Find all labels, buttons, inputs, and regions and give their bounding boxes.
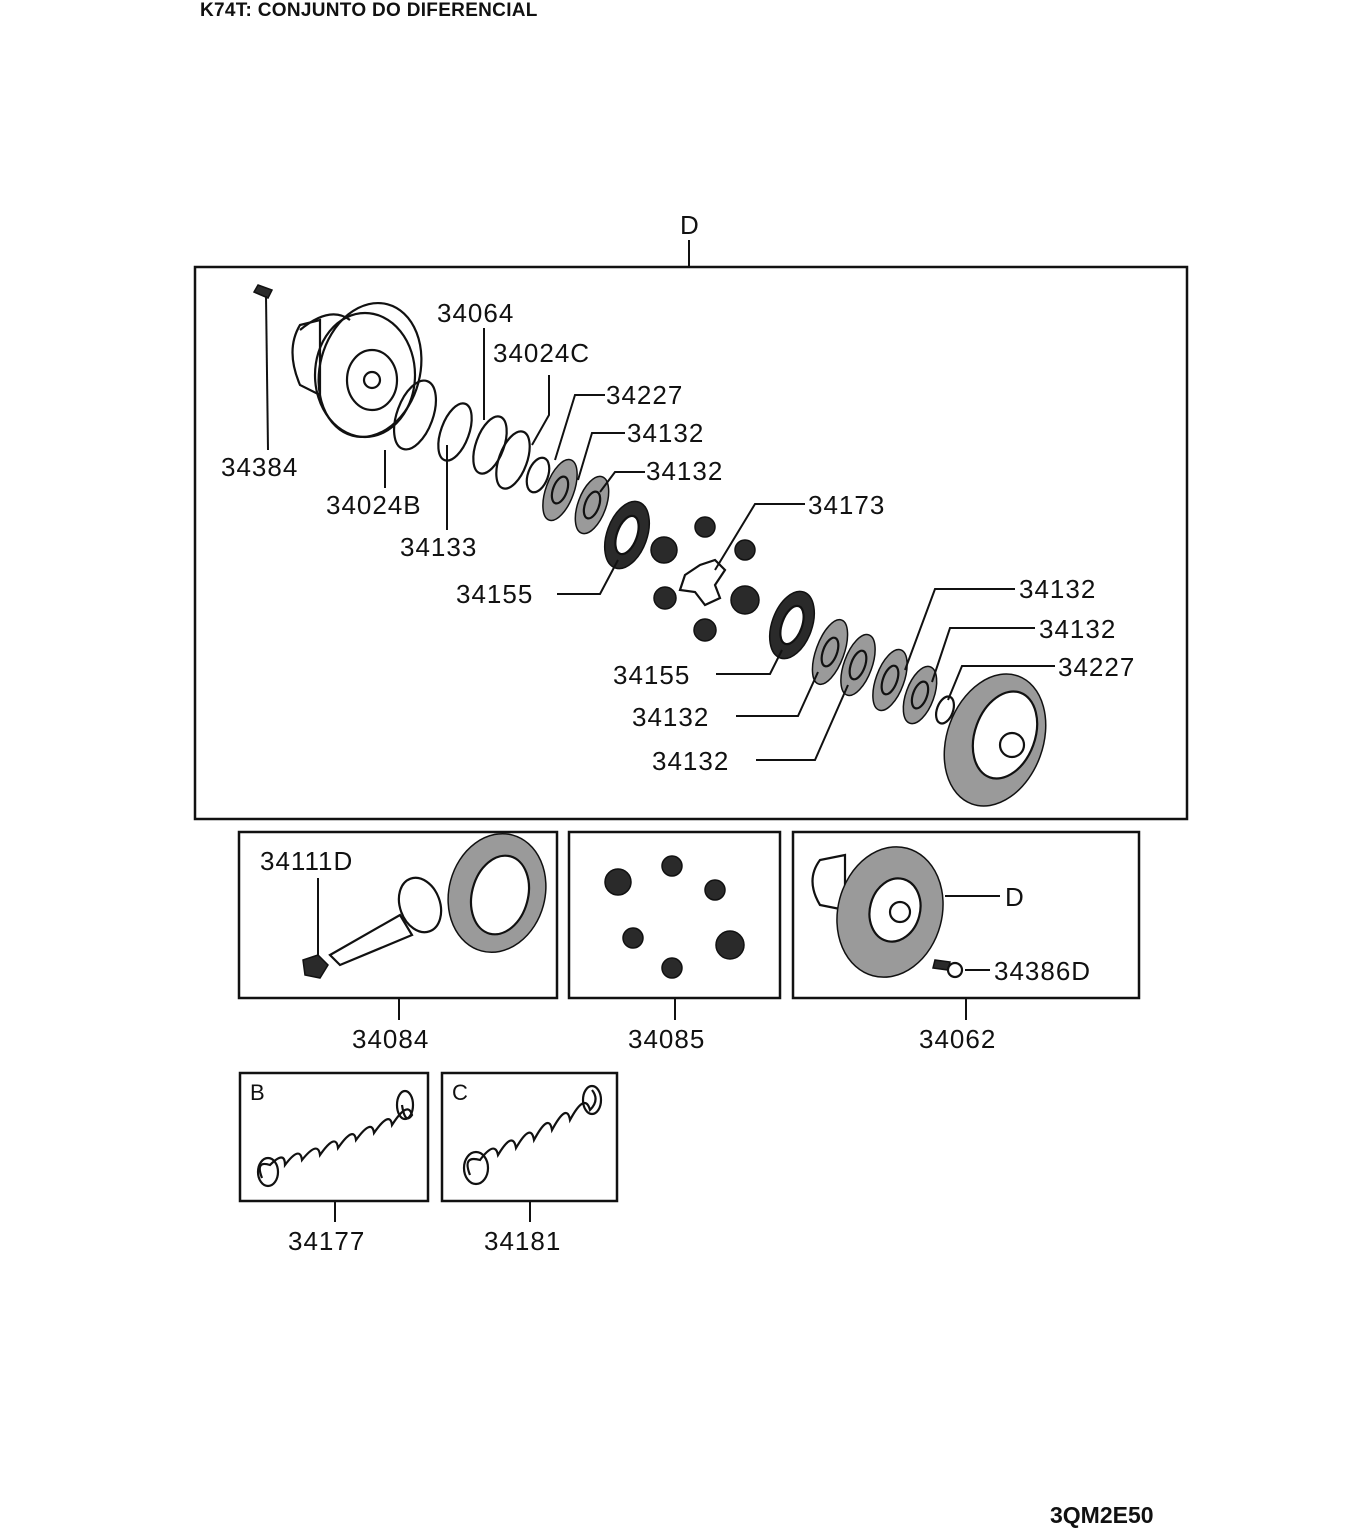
main-assembly-box bbox=[193, 265, 1189, 821]
label-34132-b: 34132 bbox=[646, 456, 723, 486]
diagram-code: 3QM2E50 bbox=[1050, 1502, 1154, 1528]
label-34064: 34064 bbox=[437, 298, 514, 328]
part-number-34177: 34177 bbox=[288, 1226, 365, 1256]
spring-34181 bbox=[462, 1084, 603, 1186]
bolt-34384 bbox=[252, 284, 274, 451]
spring-b-letter: B bbox=[250, 1080, 265, 1105]
part-number-34181: 34181 bbox=[484, 1226, 561, 1256]
spring-34177 bbox=[256, 1089, 415, 1188]
differential-case-assembly bbox=[811, 846, 944, 978]
label-34173: 34173 bbox=[808, 490, 885, 520]
kit-34062-ref-letter: D bbox=[1005, 882, 1025, 912]
bolt-34386D bbox=[932, 959, 964, 979]
pinion-shaft-34173 bbox=[678, 558, 727, 607]
label-34227-top: 34227 bbox=[606, 380, 683, 410]
label-34111D: 34111D bbox=[260, 846, 353, 876]
label-34132-f: 34132 bbox=[652, 746, 729, 776]
label-34024B: 34024B bbox=[326, 490, 422, 520]
spring-c-letter: C bbox=[452, 1080, 468, 1105]
differential-case-right bbox=[943, 673, 1047, 807]
label-34133: 34133 bbox=[400, 532, 477, 562]
part-number-34084: 34084 bbox=[352, 1024, 429, 1054]
part-number-34062: 34062 bbox=[919, 1024, 996, 1054]
gear-kit-icons bbox=[604, 855, 745, 979]
label-34384: 34384 bbox=[221, 452, 298, 482]
main-box-ref-letter: D bbox=[680, 210, 700, 240]
leader-lines-main bbox=[384, 328, 1055, 761]
label-34132-c: 34132 bbox=[1019, 574, 1096, 604]
label-34024C: 34024C bbox=[493, 338, 590, 368]
part-number-34085: 34085 bbox=[628, 1024, 705, 1054]
label-34132-a: 34132 bbox=[627, 418, 704, 448]
label-34132-e: 34132 bbox=[632, 702, 709, 732]
ring-pinion-gear-set bbox=[302, 832, 547, 979]
label-34227-bottom: 34227 bbox=[1058, 652, 1135, 682]
differential-case-left bbox=[291, 301, 423, 439]
label-34155-right: 34155 bbox=[613, 660, 690, 690]
diagram-title: K74T: CONJUNTO DO DIFERENCIAL bbox=[200, 0, 538, 21]
label-34155-left: 34155 bbox=[456, 579, 533, 609]
spring-box-b bbox=[238, 1071, 430, 1203]
label-34132-d: 34132 bbox=[1039, 614, 1116, 644]
label-34386D: 34386D bbox=[994, 956, 1091, 986]
